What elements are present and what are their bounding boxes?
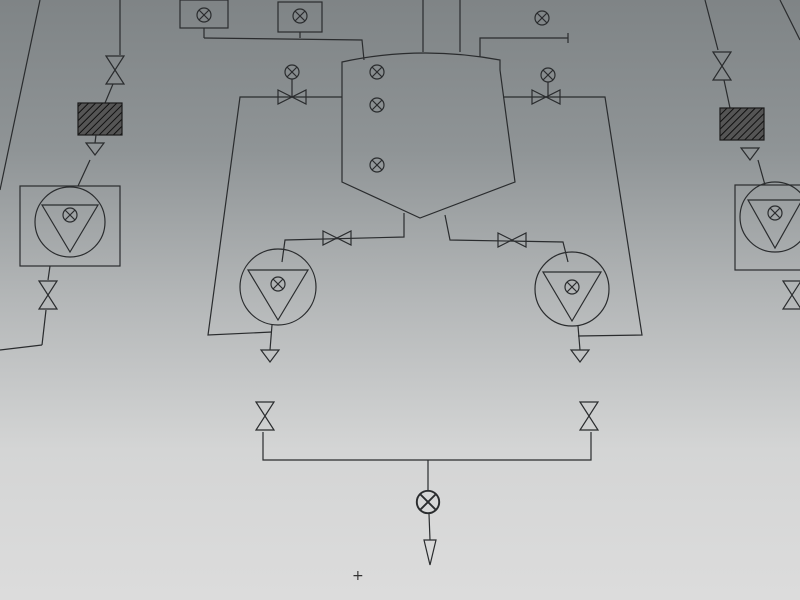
valve-icon[interactable] — [38, 280, 58, 310]
instrument-box — [179, 0, 229, 29]
instrument-icon[interactable] — [292, 8, 308, 24]
instrument-icon[interactable] — [196, 7, 212, 23]
outlet-arrow-icon — [423, 539, 437, 566]
filter-icon — [77, 102, 123, 136]
filter-icon — [719, 107, 765, 141]
right-unit — [704, 0, 800, 310]
outlet-arrow-icon — [570, 349, 590, 363]
cursor-crosshair: + — [352, 568, 364, 584]
pump-icon[interactable] — [739, 181, 800, 253]
pump-box — [19, 185, 121, 267]
pump-icon[interactable] — [34, 186, 106, 258]
instrument-icon[interactable] — [540, 67, 556, 83]
instrument-icon — [369, 97, 385, 113]
pump-right[interactable] — [534, 251, 610, 327]
instrument-icon — [369, 64, 385, 80]
outlet-arrow-icon — [85, 142, 105, 156]
valve-icon[interactable] — [255, 401, 275, 431]
outlet-arrow-icon — [260, 349, 280, 363]
instrument-icon — [369, 157, 385, 173]
valve-icon[interactable] — [712, 51, 732, 81]
valve-icon[interactable] — [579, 401, 599, 431]
instrument-box — [277, 1, 323, 33]
valve-icon[interactable] — [105, 55, 125, 85]
valve-icon[interactable] — [782, 280, 800, 310]
instrument-icon[interactable] — [284, 64, 300, 80]
vessel[interactable] — [341, 52, 516, 219]
flow-meter-icon[interactable] — [415, 489, 441, 515]
instrument-icon[interactable] — [534, 10, 550, 26]
pump-left[interactable] — [239, 248, 317, 326]
left-unit — [0, 0, 125, 351]
outlet-arrow-icon — [740, 147, 760, 161]
valve-icon[interactable] — [497, 232, 527, 248]
